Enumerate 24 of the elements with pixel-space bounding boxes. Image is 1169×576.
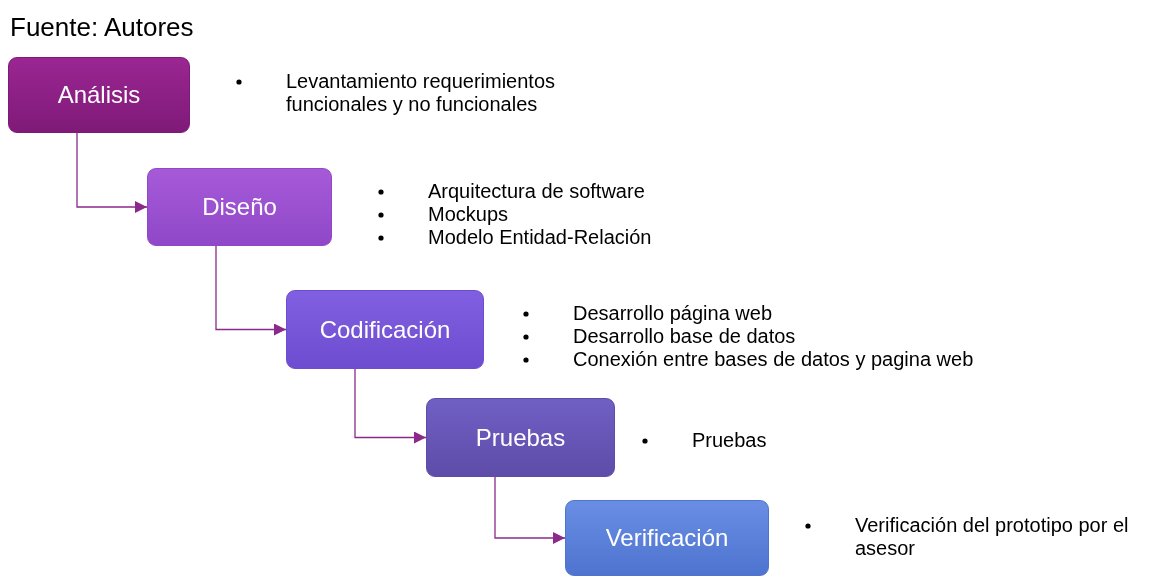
step-label: Diseño (202, 193, 277, 221)
bullet-text: Arquitectura de software (428, 180, 646, 203)
bullet-text: Verificación del prototipo por el asesor (855, 514, 1130, 560)
connector-arrow (215, 245, 287, 336)
process-box (286, 290, 484, 369)
bullet-text: Mockups (428, 203, 510, 226)
connector-arrow (494, 476, 566, 544)
step-label: Verificación (605, 524, 729, 552)
step-label: Pruebas (475, 423, 566, 452)
process-box (8, 57, 190, 133)
process-box (426, 398, 615, 477)
process-box (147, 168, 332, 246)
bullet-text: Desarrollo página web (573, 302, 773, 325)
connector-arrow (76, 132, 148, 213)
bullet-text: Levantamiento requerimientos funcionales y no funcionales (286, 70, 557, 116)
bullet-text: Modelo Entidad-Relación (428, 226, 653, 249)
connector-arrow (354, 368, 427, 444)
bullet-text: Pruebas (692, 429, 768, 452)
bullet-text: Desarrollo base de datos (573, 325, 797, 348)
source-note: Fuente: Autores (10, 12, 194, 43)
step-label: Análisis (57, 81, 141, 109)
bullet-text: Conexión entre bases de datos y pagina web (573, 348, 975, 371)
process-box (565, 500, 769, 576)
step-label: Codificación (319, 315, 451, 344)
